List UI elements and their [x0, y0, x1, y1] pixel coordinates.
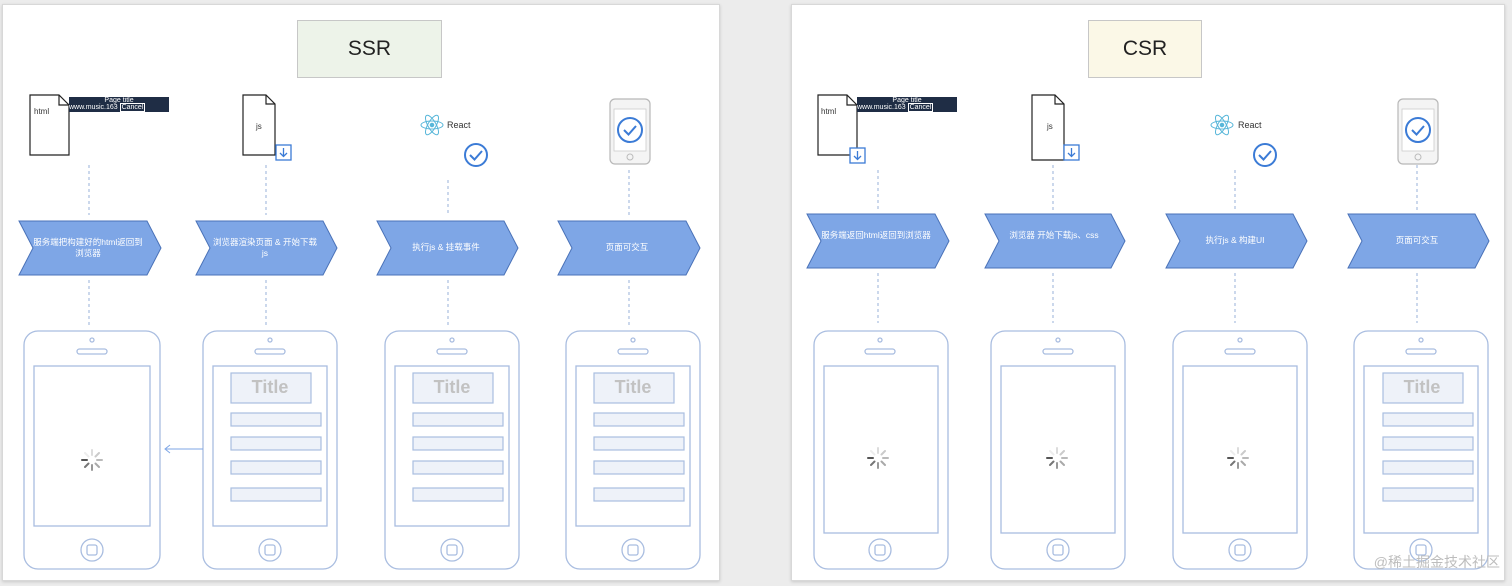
csr-step-arrow-4 — [1347, 213, 1490, 269]
ssr-screen-title-3: Title — [433, 377, 471, 397]
ssr-step-1-label: 服务端把构建好的html返回到浏览器 — [33, 237, 143, 258]
js-file-label: js — [1047, 122, 1053, 131]
loading-spinner-icon — [1227, 447, 1249, 469]
ssr-step-arrow-4 — [557, 220, 701, 276]
download-icon — [849, 147, 866, 164]
loading-spinner-icon — [81, 449, 103, 471]
ssr-screen-title-4: Title — [614, 377, 652, 397]
csr-phones — [813, 330, 1489, 570]
js-file-icon — [242, 94, 276, 156]
csr-step-1-label: 服务端返回html返回到浏览器 — [821, 230, 931, 240]
browser-url: www.music.163 — [69, 104, 118, 111]
ssr-step-3-label: 执行js & 挂载事件 — [412, 242, 480, 252]
browser-page-title: Page title — [104, 97, 134, 104]
download-icon — [275, 144, 292, 161]
ssr-step-arrow-2 — [195, 220, 338, 276]
ssr-content-skeletons — [230, 372, 685, 502]
csr-step-arrow-2 — [984, 213, 1126, 269]
csr-content-skeleton — [1382, 372, 1474, 502]
html-file-icon — [817, 94, 858, 156]
csr-diagram — [806, 94, 1490, 570]
back-arrow — [164, 444, 203, 454]
browser-url: www.music.163 — [857, 104, 906, 111]
phone-check-icon — [1397, 98, 1439, 165]
ssr-step-arrow-1 — [18, 220, 162, 276]
download-icon — [1063, 144, 1080, 161]
browser-bar: Page title www.music.163 Cancel — [69, 97, 169, 112]
csr-step-arrow-3 — [1165, 213, 1308, 269]
csr-step-3-label: 执行js & 构建UI — [1205, 235, 1265, 245]
ssr-dashed-connectors — [88, 165, 630, 325]
csr-panel: CSR — [791, 4, 1505, 581]
react-label: React — [447, 120, 471, 130]
ssr-step-2-label: 浏览器渲染页面 & 开始下载js — [213, 237, 317, 258]
loading-spinner-icon — [867, 447, 889, 469]
js-file-icon — [1031, 94, 1065, 161]
csr-step-2-label: 浏览器 开始下载js、css — [1009, 230, 1099, 240]
csr-step-arrow-1 — [806, 213, 950, 269]
browser-page-title: Page title — [892, 97, 922, 104]
html-file-label: html — [34, 107, 50, 116]
react-icon — [420, 114, 444, 136]
ssr-step-4-label: 页面可交互 — [605, 242, 649, 252]
ssr-diagram — [18, 94, 701, 570]
check-circle-icon — [1253, 143, 1277, 167]
react-icon — [1210, 114, 1234, 136]
ssr-title-box: SSR — [297, 20, 442, 78]
csr-dashed-connectors — [877, 165, 1418, 323]
ssr-panel: SSR — [2, 4, 720, 581]
check-circle-icon — [464, 143, 488, 167]
watermark: @稀土掘金技术社区 — [1373, 554, 1500, 570]
csr-title: CSR — [1122, 37, 1168, 60]
html-file-label: html — [821, 107, 837, 116]
phone-check-icon — [609, 98, 651, 165]
ssr-title: SSR — [347, 37, 392, 60]
react-label: React — [1238, 120, 1262, 130]
html-file-icon — [29, 94, 70, 156]
csr-title-box: CSR — [1088, 20, 1202, 78]
browser-cancel-button: Cancel — [119, 103, 146, 112]
browser-cancel-button: Cancel — [907, 103, 934, 112]
csr-step-arrows — [806, 213, 1490, 269]
ssr-step-arrow-3 — [376, 220, 519, 276]
ssr-screen-title-2: Title — [251, 377, 289, 397]
loading-spinner-icon — [1046, 447, 1068, 469]
js-file-label: js — [256, 122, 262, 131]
csr-screen-title-4: Title — [1403, 377, 1441, 397]
ssr-step-arrows — [18, 220, 701, 276]
csr-step-4-label: 页面可交互 — [1395, 235, 1439, 245]
browser-bar: Page title www.music.163 Cancel — [857, 97, 957, 112]
